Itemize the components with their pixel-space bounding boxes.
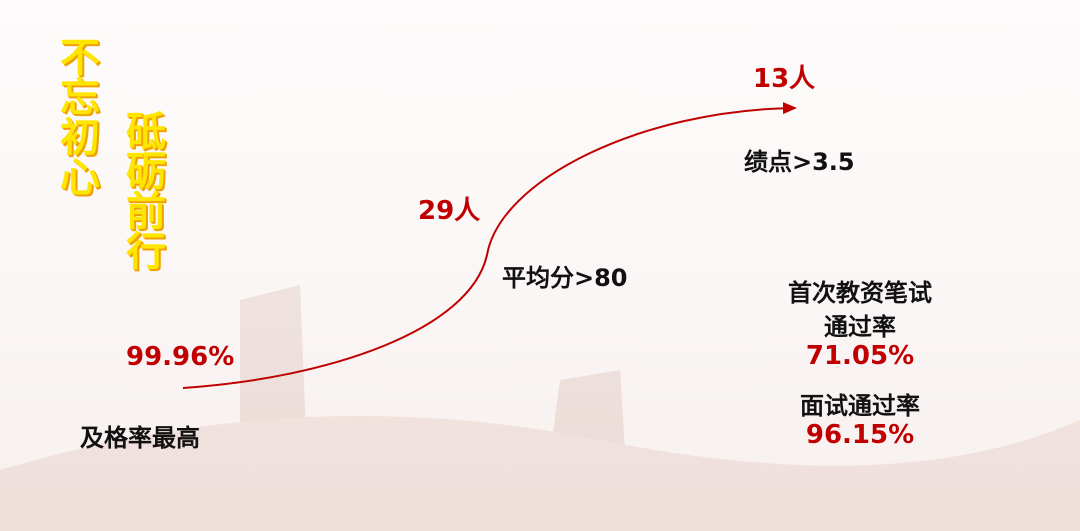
avg-score-label: 平均分>80: [502, 264, 628, 292]
gpa-count: 13人: [753, 64, 816, 94]
written-exam-label-1: 首次教资笔试: [788, 279, 932, 307]
avg-score-count: 29人: [418, 196, 481, 226]
slogan-right: 砥砺前行: [126, 109, 166, 275]
interview-label: 面试通过率: [800, 392, 920, 420]
pass-rate-value: 99.96%: [126, 342, 235, 372]
written-exam-label-2: 通过率: [824, 313, 896, 341]
slogan-left: 不忘初心: [60, 35, 100, 201]
written-exam-rate: 71.05%: [805, 341, 915, 371]
gpa-label: 绩点>3.5: [744, 148, 855, 176]
interview-rate: 96.15%: [805, 420, 915, 450]
pass-rate-label: 及格率最高: [80, 424, 200, 452]
